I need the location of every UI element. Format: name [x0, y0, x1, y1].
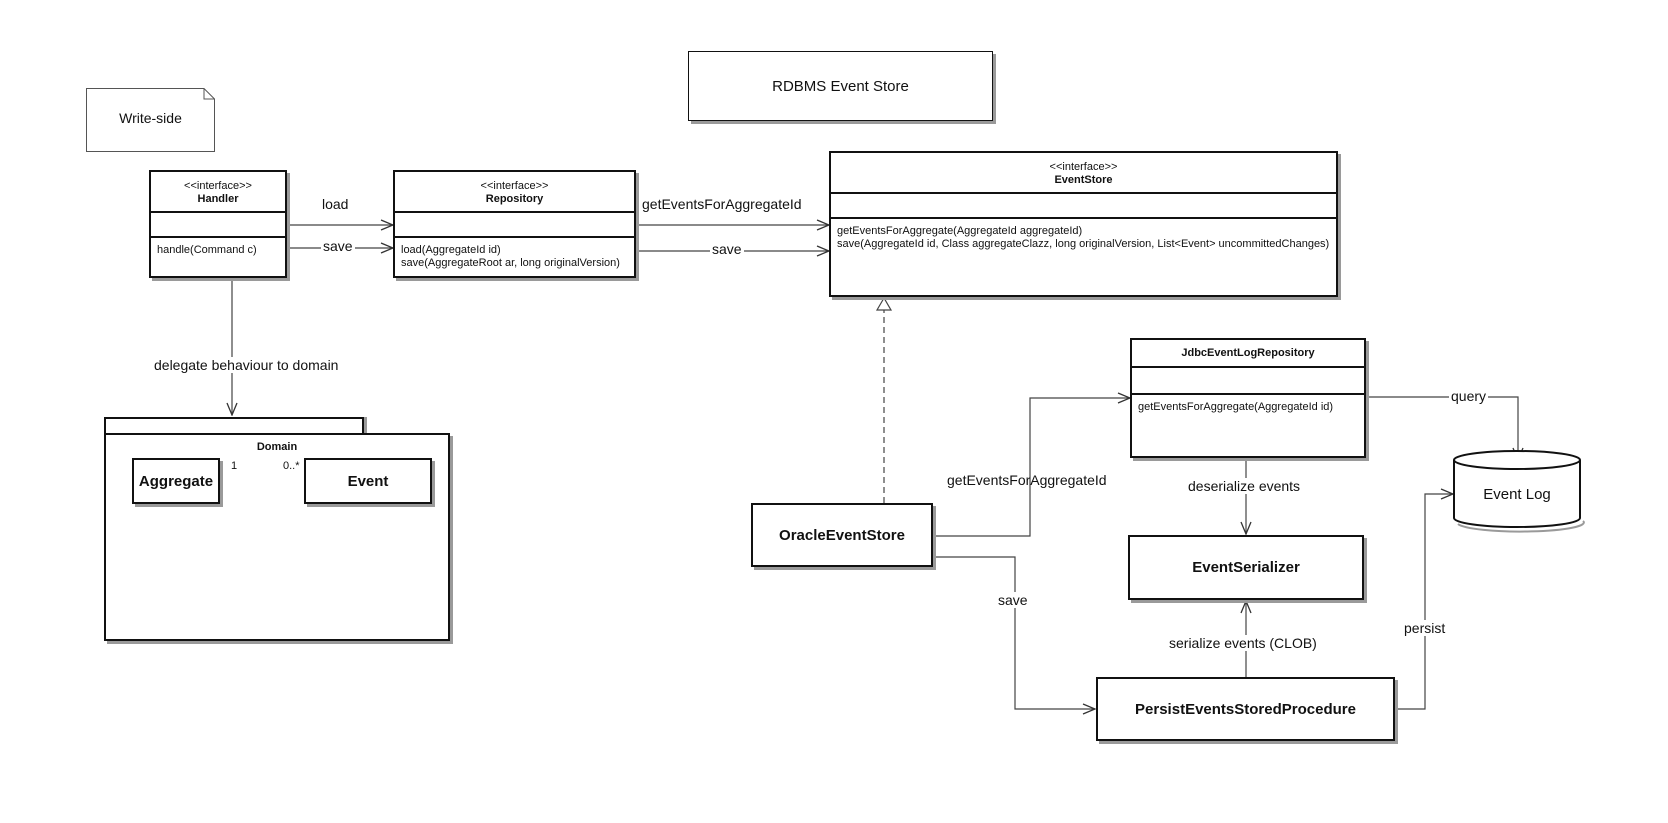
persist-events-stored-procedure-class[interactable]: PersistEventsStoredProcedure — [1096, 677, 1395, 741]
mult-right: 0..* — [283, 460, 300, 472]
persist-arrow — [1395, 494, 1453, 710]
serializer-name: EventSerializer — [1192, 559, 1300, 576]
title-box: RDBMS Event Store — [688, 51, 993, 121]
oracle-event-store-class[interactable]: OracleEventStore — [751, 503, 933, 567]
handler-operations: handle(Command c) — [151, 238, 285, 257]
repository-operations: load(AggregateId id) save(AggregateRoot … — [395, 238, 634, 270]
repository-op-save: save(AggregateRoot ar, long originalVers… — [401, 257, 620, 269]
event-serializer-class[interactable]: EventSerializer — [1128, 535, 1364, 600]
repository-name: Repository — [485, 193, 544, 205]
jdbc-repo-op-get: getEventsForAggregate(AggregateId id) — [1138, 401, 1334, 413]
event-store-op-save: save(AggregateId id, Class aggregateClaz… — [837, 238, 1330, 250]
database-cylinder-icon — [1453, 450, 1585, 533]
event-store-op-get: getEventsForAggregate(AggregateId aggreg… — [837, 225, 1083, 237]
event-store-class[interactable]: <<interface>> EventStore getEventsForAgg… — [829, 151, 1338, 297]
label-serialize: serialize events (CLOB) — [1169, 635, 1317, 651]
repository-class[interactable]: <<interface>> Repository load(AggregateI… — [393, 170, 636, 278]
aggregate-name: Aggregate — [138, 472, 214, 490]
repository-attributes — [395, 213, 634, 238]
title-text: RDBMS Event Store — [772, 77, 909, 95]
event-store-stereotype: <<interface>> — [1049, 161, 1118, 173]
handler-name: Handler — [197, 193, 239, 205]
domain-name: Domain — [256, 441, 298, 453]
label-query: query — [1449, 388, 1489, 404]
jdbc-repo-name: JdbcEventLogRepository — [1181, 347, 1315, 359]
label-delegate: delegate behaviour to domain — [154, 357, 339, 373]
persist-proc-name: PersistEventsStoredProcedure — [1135, 700, 1356, 718]
aggregate-class[interactable]: Aggregate — [132, 458, 220, 504]
label-load: load — [322, 196, 349, 212]
event-store-operations: getEventsForAggregate(AggregateId aggreg… — [831, 219, 1336, 251]
jdbc-repo-attributes — [1132, 368, 1364, 395]
mult-left: 1 — [231, 460, 238, 472]
event-store-attributes — [831, 194, 1336, 219]
save-arrow-oracle — [933, 556, 1095, 709]
repository-stereotype: <<interface>> — [480, 180, 549, 192]
label-save-oracle: save — [998, 592, 1028, 608]
note-text: Write-side — [119, 110, 182, 126]
label-deserialize: deserialize events — [1188, 478, 1301, 494]
jdbc-event-log-repository-class[interactable]: JdbcEventLogRepository getEventsForAggre… — [1130, 338, 1366, 458]
event-log-database[interactable]: Event Log — [1453, 450, 1585, 533]
domain-package-tab — [104, 417, 364, 433]
event-class[interactable]: Event — [304, 458, 432, 504]
label-save-repo: save — [710, 241, 744, 257]
realization-triangle — [875, 296, 893, 311]
handler-op: handle(Command c) — [157, 244, 257, 256]
handler-attributes — [151, 213, 285, 238]
note-shape — [86, 88, 215, 152]
label-persist: persist — [1404, 620, 1446, 636]
event-log-name: Event Log — [1483, 486, 1551, 503]
handler-stereotype: <<interface>> — [184, 180, 252, 192]
write-side-note: Write-side — [86, 88, 215, 152]
label-get-events-oracle: getEventsForAggregateId — [947, 472, 1107, 488]
event-store-name: EventStore — [1054, 174, 1113, 186]
oracle-name: OracleEventStore — [779, 526, 905, 544]
jdbc-repo-operations: getEventsForAggregate(AggregateId id) — [1132, 395, 1364, 414]
label-save-handler: save — [321, 238, 355, 254]
repository-op-load: load(AggregateId id) — [401, 244, 501, 256]
query-arrow — [1364, 396, 1518, 460]
handler-class[interactable]: <<interface>> Handler handle(Command c) — [149, 170, 287, 278]
domain-package[interactable]: Domain Aggregate Event — [104, 417, 452, 643]
get-events-arrow-oracle — [933, 398, 1130, 537]
label-get-events-repo: getEventsForAggregateId — [642, 196, 802, 212]
event-name: Event — [347, 472, 389, 490]
